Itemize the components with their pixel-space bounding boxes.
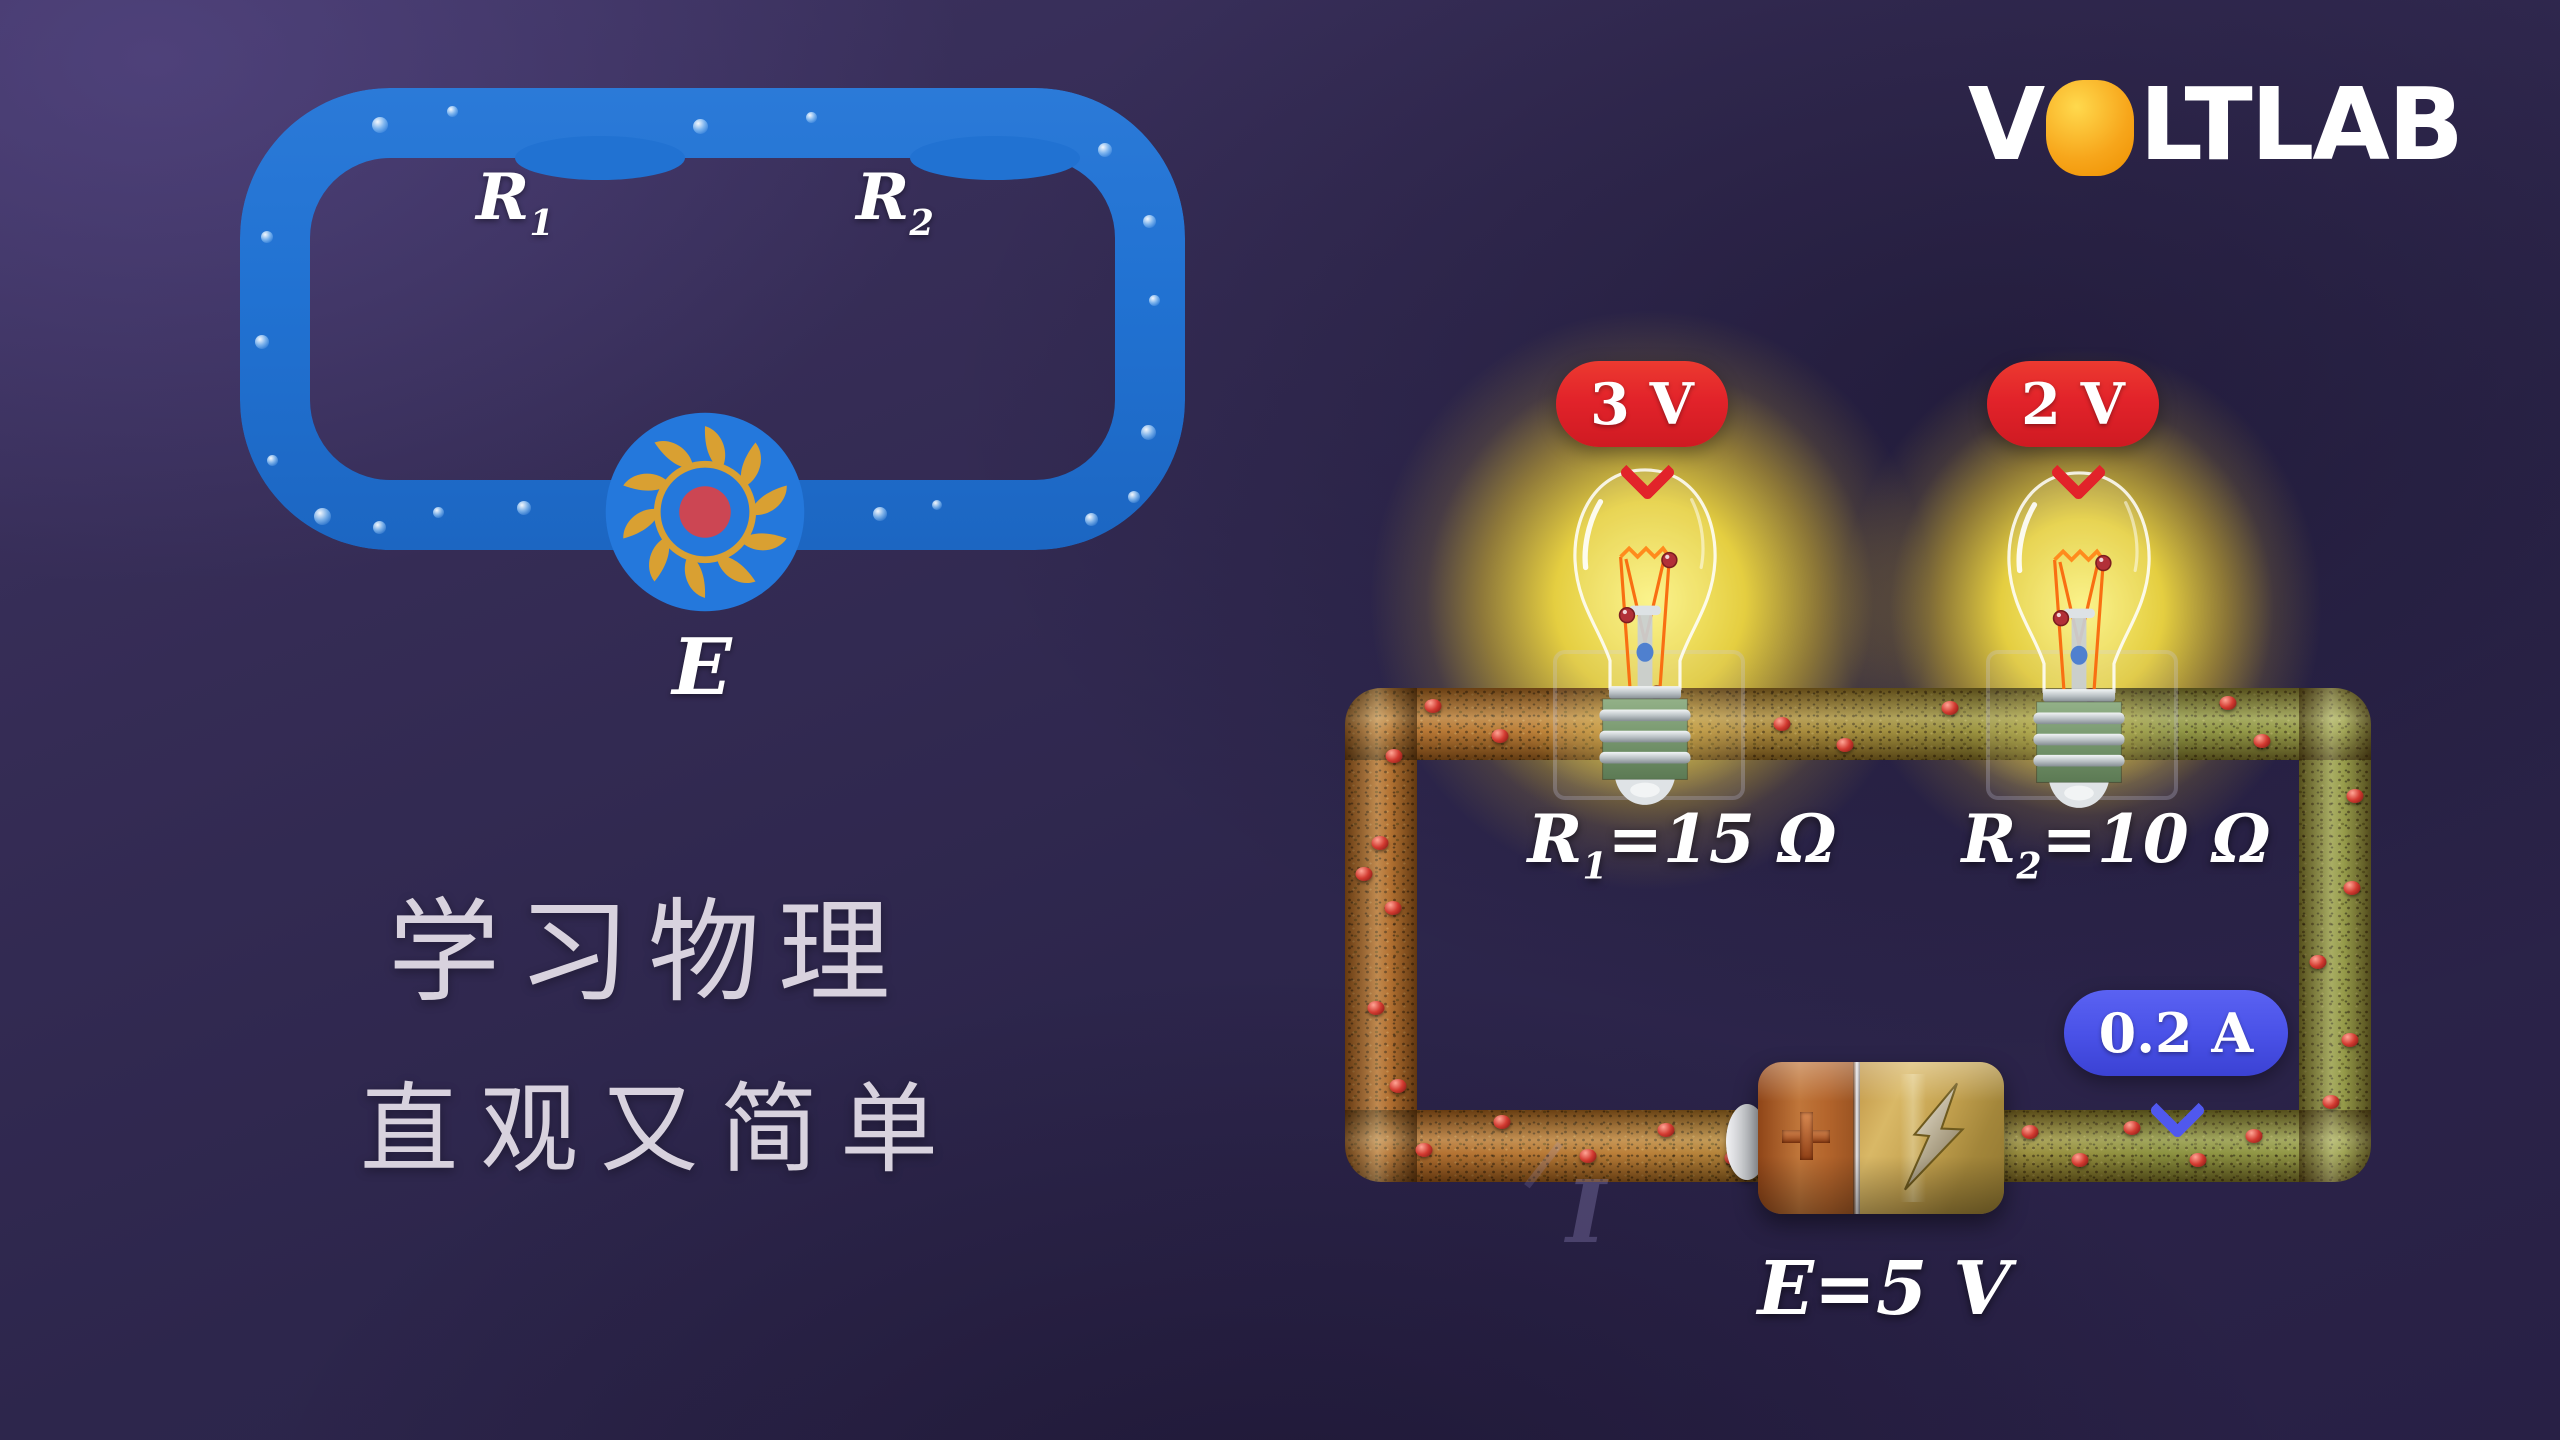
electron xyxy=(2219,696,2237,710)
electron xyxy=(1415,1143,1433,1157)
current-badge: 0.2 A xyxy=(2064,990,2288,1076)
battery-divider xyxy=(1853,1062,1860,1214)
bubble xyxy=(433,507,444,518)
electron xyxy=(1385,749,1403,763)
logo-o-icon xyxy=(2046,79,2135,176)
electron xyxy=(2123,1121,2141,1135)
electron xyxy=(1941,701,1959,715)
electron xyxy=(1657,1123,1675,1137)
resistance-label-r1: R1=15 Ω xyxy=(1527,800,1837,888)
bubble xyxy=(873,507,887,521)
bubble xyxy=(261,231,273,243)
electron xyxy=(2343,881,2361,895)
electron xyxy=(1773,717,1791,731)
logo-letters-ltlab: LTLAB xyxy=(2139,66,2464,183)
bubble xyxy=(447,106,458,117)
bubble xyxy=(373,521,386,534)
voltage-badge-bulb2: 2 V xyxy=(1987,361,2159,447)
bubble xyxy=(1098,143,1112,157)
electron xyxy=(2309,955,2327,969)
pipe-bump-r1 xyxy=(515,136,685,180)
voltlab-logo: V LTLAB xyxy=(1967,66,2464,183)
lightning-bolt-icon xyxy=(1904,1082,1965,1191)
pipe-bump-r2 xyxy=(910,136,1080,180)
bubble xyxy=(372,117,388,133)
electron xyxy=(2346,789,2364,803)
headline-line2: 直观又简单 xyxy=(359,1073,961,1187)
bubble xyxy=(1149,295,1160,306)
electron xyxy=(1389,1079,1407,1093)
electron xyxy=(2322,1095,2340,1109)
electron xyxy=(1836,738,1854,752)
electron xyxy=(1493,1115,1511,1129)
bubble xyxy=(1128,491,1140,503)
bubble xyxy=(693,119,708,134)
bubble xyxy=(517,501,531,515)
loop-r1-label: R1 xyxy=(476,160,554,244)
electron xyxy=(1371,836,1389,850)
electron xyxy=(1355,867,1373,881)
bubble xyxy=(314,508,331,525)
pump-turbine-icon xyxy=(605,412,805,612)
electron xyxy=(1491,729,1509,743)
bubble xyxy=(1143,215,1156,228)
electron xyxy=(2189,1153,2207,1167)
loop-r2-label: R2 xyxy=(856,160,934,244)
wire-shading-top xyxy=(1345,688,2371,760)
bubble xyxy=(255,335,269,349)
bulb2-icon xyxy=(1973,458,2185,808)
resistance-label-r2: R2=10 Ω xyxy=(1961,800,2271,888)
electron xyxy=(1367,1001,1385,1015)
bulb1-icon xyxy=(1539,455,1751,805)
electron xyxy=(2253,734,2271,748)
electron xyxy=(1579,1149,1597,1163)
electron xyxy=(2071,1153,2089,1167)
plus-icon xyxy=(1782,1112,1830,1160)
bubble xyxy=(932,500,942,510)
ghost-current-label: I xyxy=(1566,1162,1607,1263)
bubble xyxy=(1141,425,1156,440)
electron xyxy=(1424,699,1442,713)
battery-emf-label: E=5 V xyxy=(1757,1246,2011,1332)
logo-letter-v: V xyxy=(1967,66,2045,183)
electron xyxy=(1384,901,1402,915)
bubble xyxy=(1085,513,1098,526)
electron xyxy=(2341,1033,2359,1047)
headline-line1: 学习物理 xyxy=(388,888,908,1018)
electron xyxy=(2245,1129,2263,1143)
voltage-badge-bulb1: 3 V xyxy=(1556,361,1728,447)
bubble xyxy=(267,455,278,466)
pump-emf-label: E xyxy=(672,622,732,713)
wire-shading-left xyxy=(1345,688,1417,1182)
bubble xyxy=(806,112,817,123)
electron xyxy=(2021,1125,2039,1139)
